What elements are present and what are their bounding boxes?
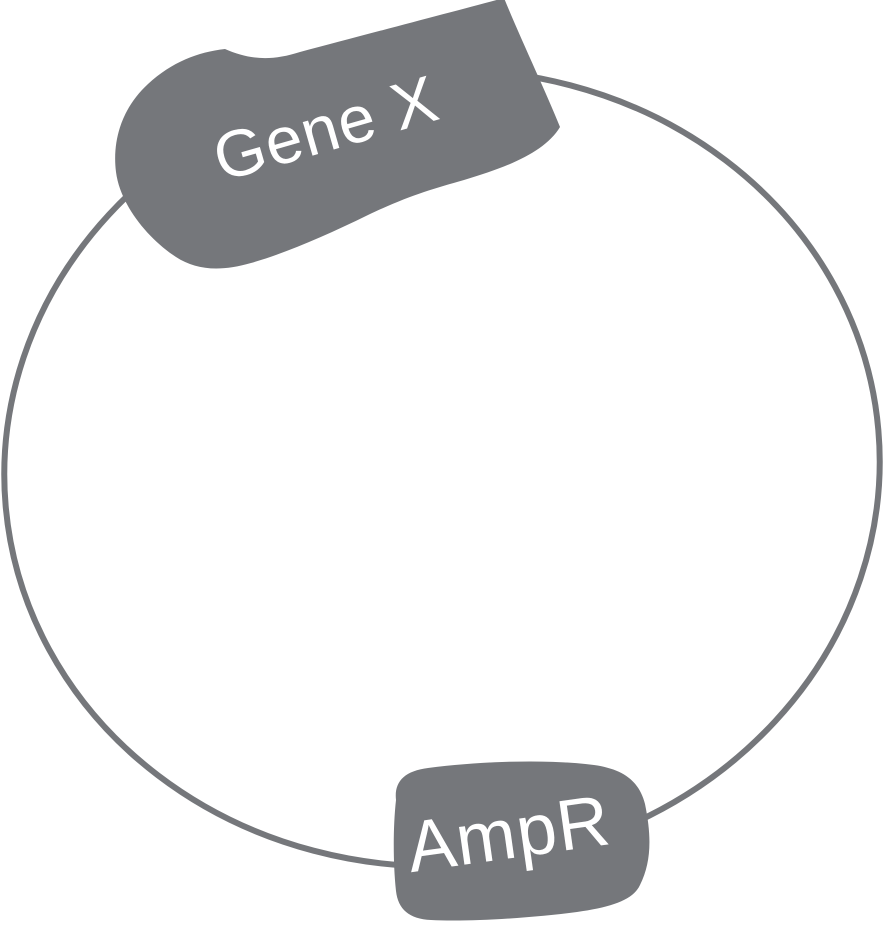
gene-x-block: [115, 0, 560, 269]
ampr-block: [393, 761, 650, 921]
